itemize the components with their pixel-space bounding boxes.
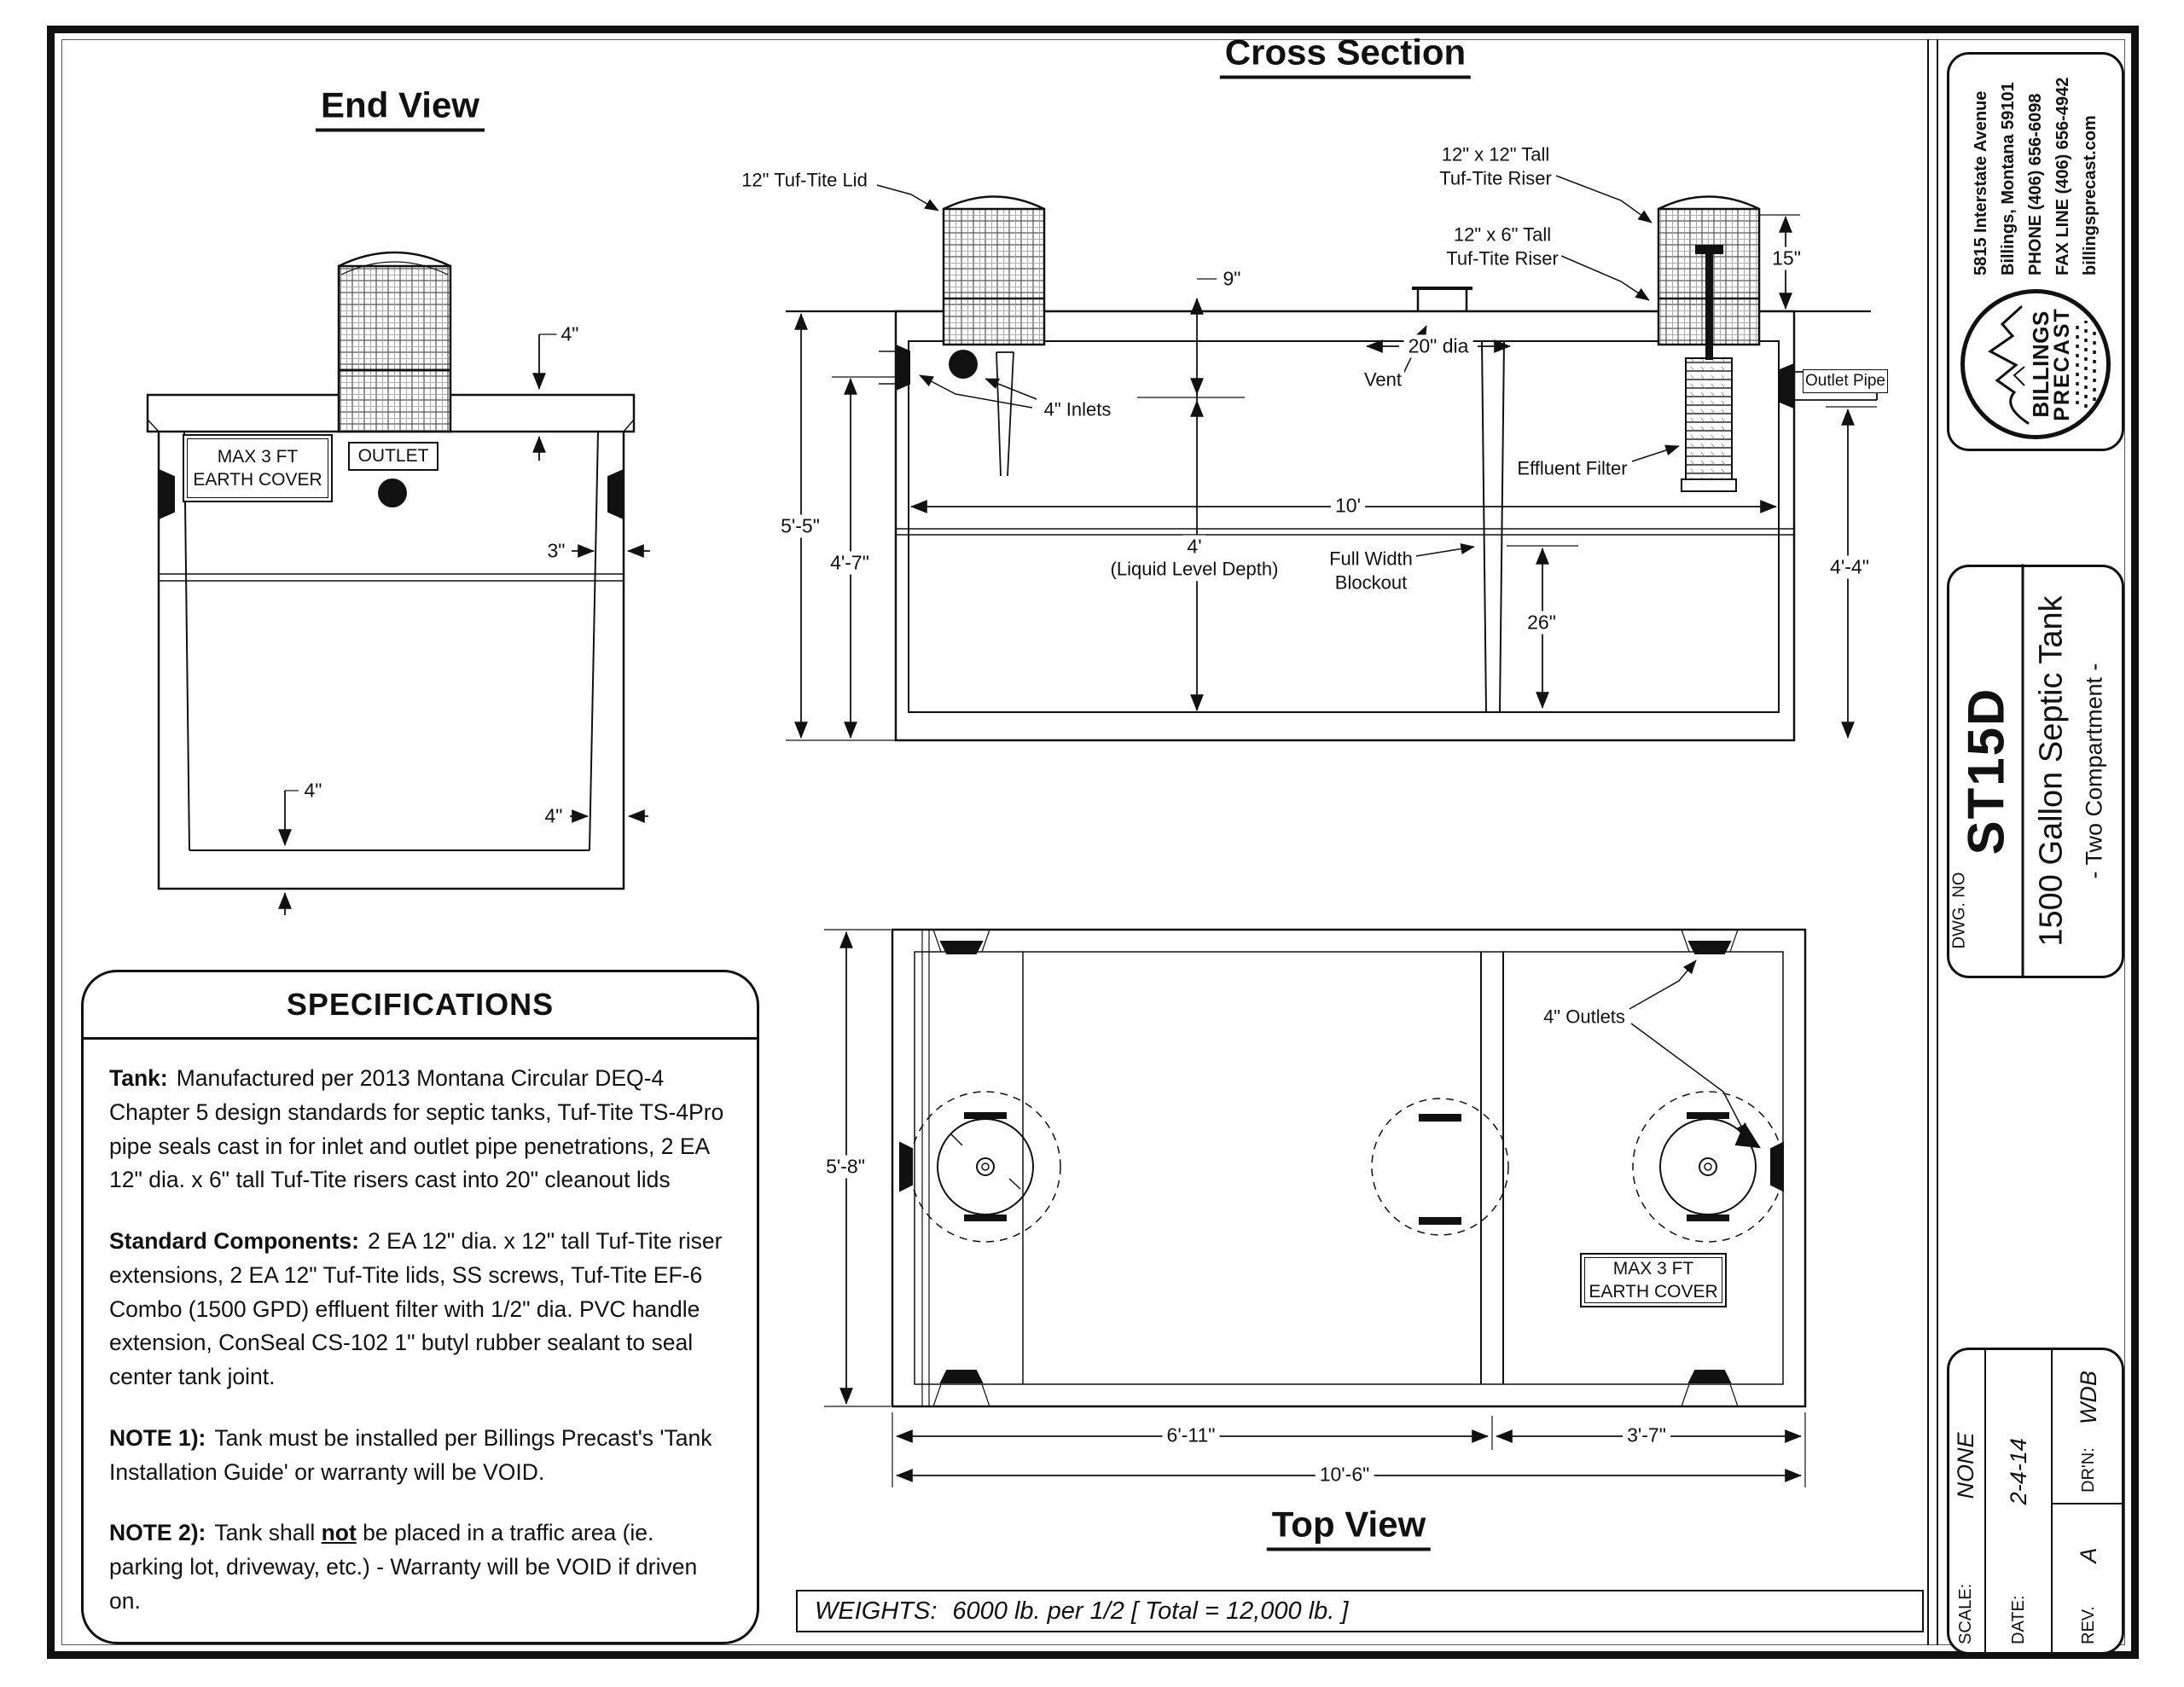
riser-12x6-label: 12" x 6" Tall Tuf-Tite Riser — [1443, 223, 1561, 270]
outlets-label: 4" Outlets — [1541, 1005, 1628, 1029]
lid-label: 12" Tuf-Tite Lid — [739, 168, 870, 192]
scale-value: NONE — [1952, 1432, 1978, 1499]
titleblock-revision-box — [1947, 1348, 2124, 1655]
inlets-label: 4" Inlets — [1041, 397, 1114, 421]
dim-second-compartment: 3'-7" — [1623, 1423, 1670, 1447]
spec-components-paragraph: Standard Components:2 EA 12" dia. x 12" … — [109, 1228, 723, 1389]
weights-value: 6000 lb. per 1/2 [ Total = 12,000 lb. ] — [952, 1597, 1349, 1625]
liquid-depth-note: (Liquid Level Depth) — [1107, 557, 1281, 581]
titleblock-company-box — [1947, 52, 2124, 451]
specifications-box: SPECIFICATIONS Tank:Manufactured per 201… — [81, 970, 759, 1644]
dim-overall-height: 5'-5" — [776, 514, 824, 538]
titleblock-divider-line — [1927, 39, 1929, 1645]
top-view-earth-cover-note: MAX 3 FT EARTH COVER — [1580, 1253, 1727, 1307]
dim-liquid-depth: 4' — [1182, 535, 1206, 559]
dim-inner-height: 4'-7" — [826, 551, 874, 575]
end-view-earth-cover-note: MAX 3 FT EARTH COVER — [183, 434, 333, 502]
end-view-dim-floor: 4" — [299, 779, 327, 803]
address-line5: billingsprecast.com — [2080, 115, 2100, 275]
titleblock-drawing-content: DWG. NO ST15D 1500 Gallon Septic Tank - … — [1947, 564, 2124, 978]
dwg-no-value: ST15D — [1957, 687, 2015, 855]
specifications-title: SPECIFICATIONS — [84, 972, 757, 1040]
product-subtitle: - Two Compartment - — [2081, 663, 2107, 879]
dim-length: 10' — [1331, 494, 1365, 518]
billings-precast-logo: BILLINGS PRECAST — [1960, 289, 2111, 439]
address-line3: PHONE (406) 656-6098 — [2025, 93, 2045, 275]
top-view-title: Top View — [1266, 1504, 1432, 1551]
date-value: 2-4-14 — [2005, 1438, 2031, 1505]
end-view-dim-wall-upper: 3" — [543, 539, 570, 563]
dim-total-length: 10'-6" — [1315, 1463, 1374, 1487]
rev-label: REV. — [2078, 1606, 2098, 1644]
end-view-dim-lid: 4" — [556, 322, 584, 346]
titleblock-revision-content: SCALE: NONE DATE: 2-4-14 REV. A DR'N: WD… — [1947, 1348, 2124, 1655]
date-label: DATE: — [2008, 1595, 2028, 1644]
logo-mountains-icon — [1988, 305, 2096, 425]
vent-label: Vent — [1361, 368, 1405, 391]
spec-note2-paragraph: NOTE 2):Tank shall not be placed in a tr… — [109, 1520, 698, 1614]
scale-row: SCALE: NONE — [1947, 1348, 1986, 1655]
dim-blockout-height: 26" — [1523, 611, 1560, 635]
blockout-label: Full Width Blockout — [1327, 547, 1415, 594]
weights-label: WEIGHTS: — [815, 1597, 938, 1625]
rev-drn-row: REV. A DR'N: WDB — [2053, 1348, 2124, 1655]
rev-cell: REV. A — [2053, 1503, 2124, 1655]
dim-width: 5'-8" — [822, 1155, 869, 1179]
spec-tank-paragraph: Tank:Manufactured per 2013 Montana Circu… — [109, 1065, 724, 1193]
riser-12x12-label: 12" x 12" Tall Tuf-Tite Riser — [1437, 142, 1554, 190]
dim-outlet-height: 4'-4" — [1826, 555, 1873, 579]
end-view-outlet-label: OUTLET — [348, 442, 439, 471]
earth-cover-line2: EARTH COVER — [193, 470, 322, 490]
top-view-drawing — [824, 928, 1807, 1487]
end-view-title: End View — [316, 85, 485, 132]
cross-section-title: Cross Section — [1219, 32, 1472, 79]
logo-line2: PRECAST — [2050, 307, 2074, 421]
address-line1: 5815 Interstate Avenue — [1971, 90, 1990, 275]
titleblock-divider-line-2 — [1937, 39, 1938, 1645]
spec-note1-paragraph: NOTE 1):Tank must be installed per Billi… — [109, 1424, 712, 1485]
outlet-pipe-label: Outlet Pipe — [1803, 369, 1888, 393]
address-line4: FAX LINE (406) 656-4942 — [2053, 77, 2072, 275]
dim-blockout-dia: 20" dia — [1403, 334, 1473, 358]
address-line2: Billings, Montana 59101 — [1998, 82, 2018, 275]
earth-cover-line1: MAX 3 FT — [217, 446, 299, 467]
dim-riser-height: 15" — [1768, 246, 1805, 270]
product-name: 1500 Gallon Septic Tank — [2033, 595, 2070, 947]
company-address: 5815 Interstate Avenue Billings, Montana… — [1972, 78, 2100, 275]
scale-label: SCALE: — [1955, 1583, 1975, 1644]
specifications-body: Tank:Manufactured per 2013 Montana Circu… — [84, 1040, 757, 1619]
drn-label: DR'N: — [2078, 1447, 2098, 1493]
titleblock-divider — [2021, 564, 2024, 978]
sheet-border — [47, 26, 2139, 1659]
end-view-drawing — [146, 251, 650, 915]
date-row: DATE: 2-4-14 — [1986, 1348, 2053, 1655]
drn-value: WDB — [2075, 1371, 2101, 1425]
dim-first-compartment: 6'-11" — [1162, 1423, 1220, 1447]
drn-cell: DR'N: WDB — [2053, 1348, 2124, 1503]
end-view-dim-wall-lower: 4" — [540, 804, 567, 828]
sheet-border-inner — [61, 39, 2125, 1645]
cross-section-drawing — [786, 175, 1878, 742]
rev-value: A — [2075, 1547, 2101, 1563]
effluent-filter-label: Effluent Filter — [1514, 456, 1630, 480]
titleblock-company-content: BILLINGS PRECAST 5815 Interstate Avenue … — [1947, 52, 2124, 451]
titleblock-drawing-box — [1947, 565, 2124, 978]
dim-inlet-drop: 9" — [1218, 267, 1246, 291]
weights-note: WEIGHTS: 6000 lb. per 1/2 [ Total = 12,0… — [796, 1590, 1924, 1632]
